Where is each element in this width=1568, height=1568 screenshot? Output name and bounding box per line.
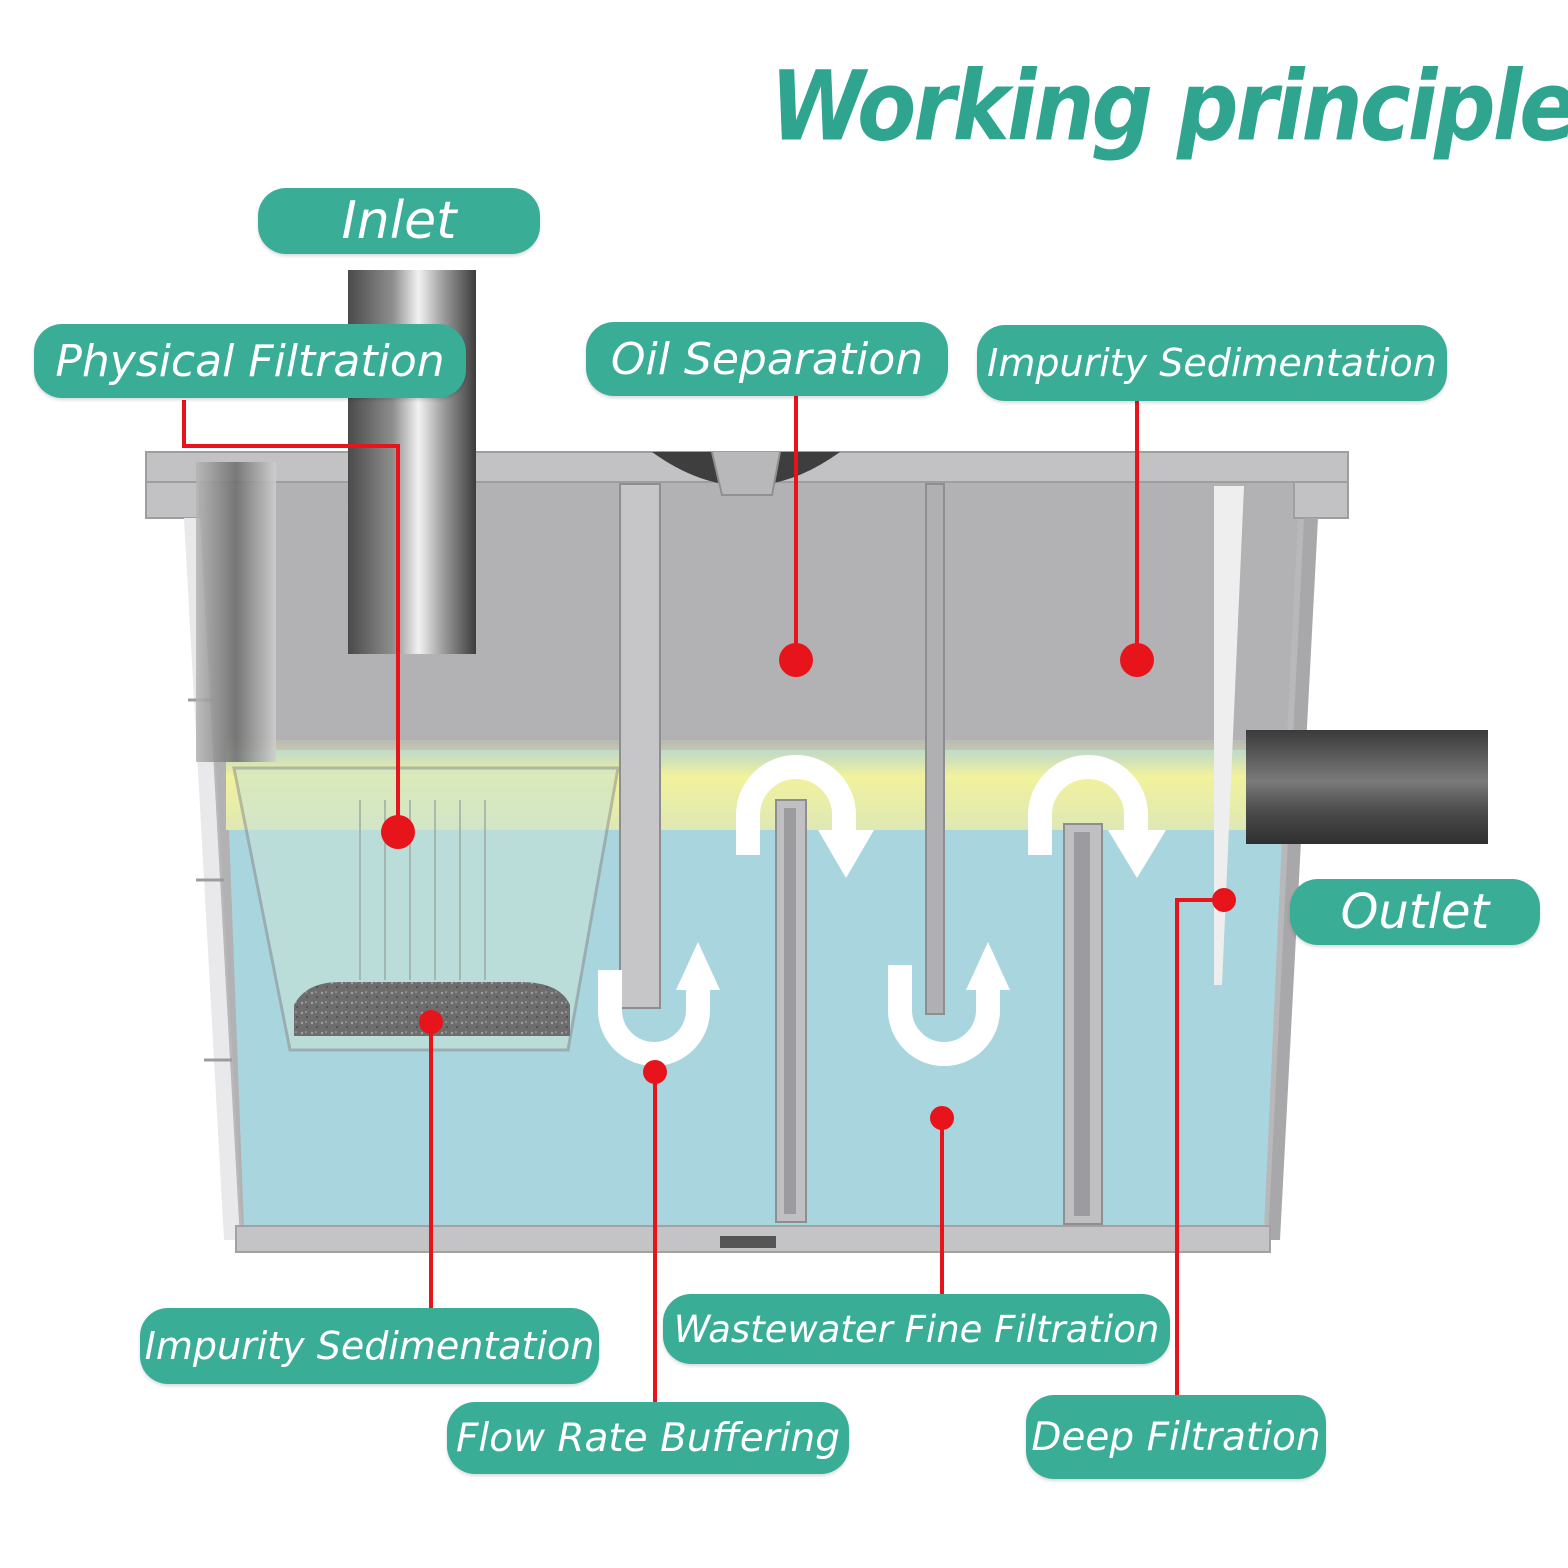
marker-impurity-sedimentation-top [1120,643,1154,677]
marker-flow-rate-buffering [643,1060,667,1084]
flow-arrow-3 [888,965,1000,1066]
leader-physical-filtration [182,400,400,832]
arrowhead-1 [676,942,720,990]
flow-arrow-2 [736,755,856,855]
flow-arrow-1 [598,970,710,1066]
marker-wastewater-fine-filtration [930,1106,954,1130]
label-flow-rate-buffering: Flow Rate Buffering [447,1402,849,1474]
baffles [619,483,1103,1225]
label-wastewater-fine-filtration: Wastewater Fine Filtration [663,1294,1170,1364]
leader-lines [182,396,1224,1402]
label-impurity-sedimentation-bottom: Impurity Sedimentation [140,1308,599,1384]
marker-oil-separation [779,643,813,677]
label-physical-filtration: Physical Filtration [34,324,466,398]
leader-outlet [1175,898,1224,1395]
marker-outlet-deep-filtration [1212,888,1236,912]
flow-arrows [598,755,1148,1066]
arrowhead-3 [966,942,1010,990]
markers [381,643,1236,1130]
marker-impurity-sedimentation-bottom [419,1010,443,1034]
label-deep-filtration: Deep Filtration [1026,1395,1326,1479]
label-oil-separation: Oil Separation [586,322,948,396]
marker-physical-filtration [381,815,415,849]
diagram-title: Working principle [770,51,1568,163]
flow-arrow-4 [1028,755,1148,855]
label-outlet: Outlet [1290,879,1540,945]
arrowhead-4 [1108,830,1166,878]
filter-basket [232,766,620,1052]
label-impurity-sedimentation-top: Impurity Sedimentation [977,325,1447,401]
filter-sponge [294,982,570,1036]
outlet-pipe [1246,730,1488,844]
label-inlet: Inlet [258,188,540,254]
arrowhead-2 [818,830,874,878]
